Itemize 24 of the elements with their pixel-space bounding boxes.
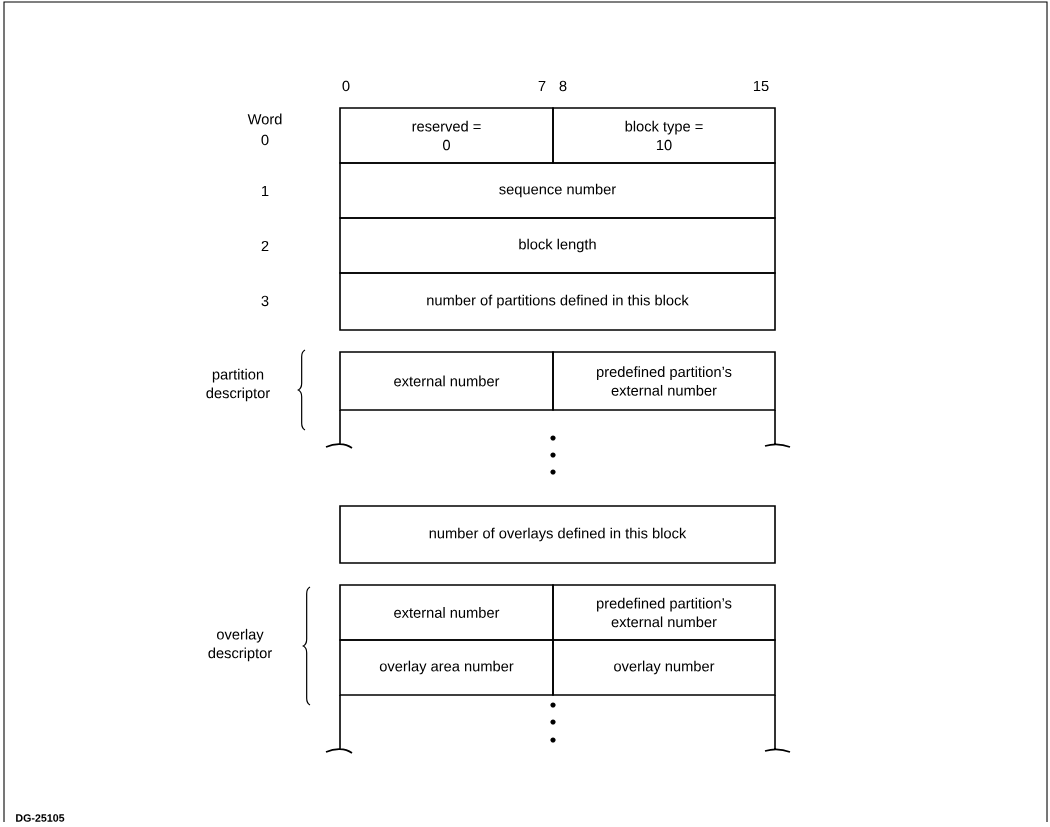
word-number: 2 [261, 240, 269, 252]
bit-number: 0 [342, 80, 350, 92]
field-cell: block type = 10 [552, 107, 776, 164]
bit-number: 8 [559, 80, 567, 92]
field-cell: number of partitions defined in this block [339, 272, 776, 331]
field-cell: overlay area number [339, 639, 554, 696]
field-cell: block length [339, 217, 776, 274]
field-cell: predefined partition’s external number [552, 351, 776, 411]
descriptor-label: overlay descriptor [208, 628, 272, 662]
word-number: 3 [261, 295, 269, 307]
figure-number: DG-25105 [16, 814, 65, 822]
word-number: 1 [262, 185, 269, 197]
word-number: 0 [261, 134, 269, 146]
bit-number: 15 [753, 80, 769, 92]
word-label: Word [247, 113, 282, 125]
field-cell: reserved = 0 [339, 107, 554, 164]
field-cell: number of overlays defined in this block [339, 505, 776, 564]
descriptor-label: partition descriptor [206, 368, 270, 402]
bit-number: 7 [538, 80, 546, 92]
field-cell: overlay number [552, 639, 776, 696]
field-cell: external number [339, 584, 554, 641]
field-cell: external number [339, 351, 554, 411]
field-cell: predefined partition’s external number [552, 584, 776, 641]
field-cell: sequence number [339, 162, 776, 219]
